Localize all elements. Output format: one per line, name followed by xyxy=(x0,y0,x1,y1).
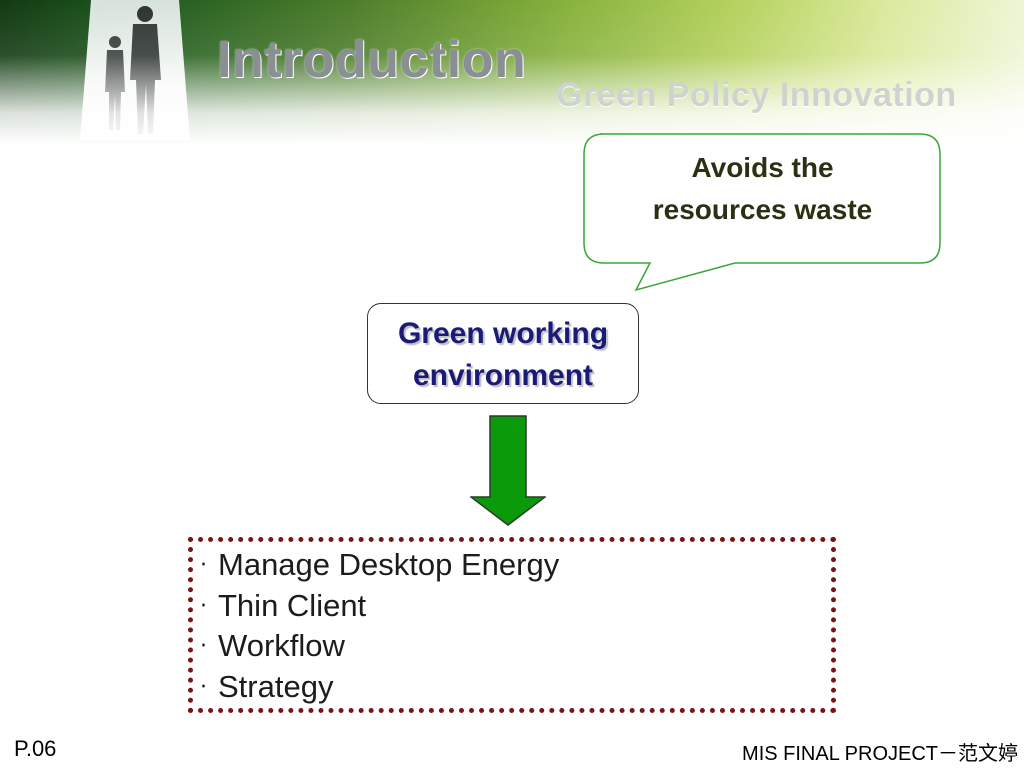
callout-line-1: Avoids the xyxy=(691,152,834,183)
down-arrow-icon xyxy=(470,415,546,526)
list-item: ‧ Manage Desktop Energy xyxy=(200,545,559,586)
center-text: Green working environment xyxy=(367,313,639,397)
list-item-label: Strategy xyxy=(218,668,334,704)
footer-author: MIS FINAL PROJECT－范文婷 xyxy=(742,743,1018,765)
list-item-label: Workflow xyxy=(218,628,345,664)
bullet-icon: ‧ xyxy=(200,592,207,618)
center-line-1: Green working xyxy=(397,317,609,350)
bullet-icon: ‧ xyxy=(200,552,207,578)
bullet-icon: ‧ xyxy=(200,673,207,699)
callout-text: Avoids the resources waste xyxy=(590,147,935,231)
list-item: ‧ Strategy xyxy=(200,667,559,708)
speech-bubble xyxy=(583,133,941,292)
center-line-2: environment xyxy=(412,359,594,392)
header-banner: Introduction Green Policy Innovation xyxy=(0,0,1024,145)
slide-subtitle: Green Policy Innovation xyxy=(556,76,957,114)
feature-list: ‧ Manage Desktop Energy ‧ Thin Client ‧ … xyxy=(200,545,559,707)
list-item: ‧ Thin Client xyxy=(200,586,559,627)
list-box xyxy=(188,537,836,713)
page-number: P.06 xyxy=(14,736,57,761)
center-box xyxy=(367,303,639,404)
list-item-label: Manage Desktop Energy xyxy=(218,547,560,583)
list-item: ‧ Workflow xyxy=(200,626,559,667)
bullet-icon: ‧ xyxy=(200,633,207,659)
list-item-label: Thin Client xyxy=(218,587,367,623)
callout-line-2: resources waste xyxy=(652,194,873,225)
slide-title: Introduction xyxy=(217,31,527,89)
banner-fade xyxy=(0,0,1024,145)
